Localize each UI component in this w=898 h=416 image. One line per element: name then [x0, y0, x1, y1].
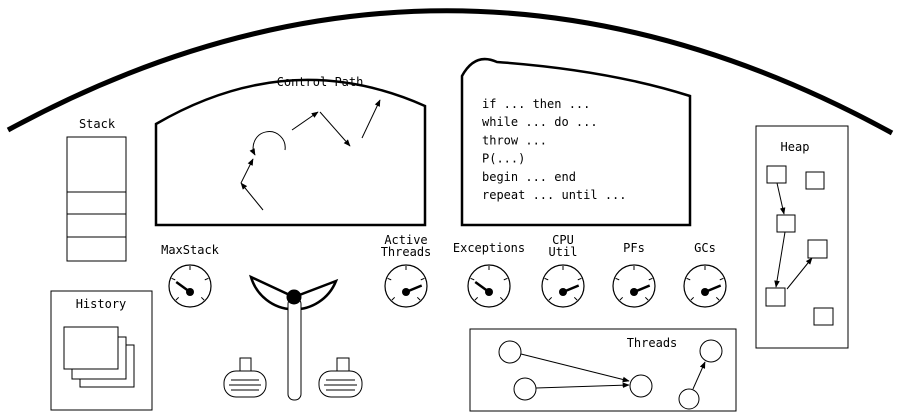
- gauge-dial: [541, 264, 585, 308]
- control-path-label: Control Path: [277, 75, 364, 89]
- gauge-tick: [420, 277, 425, 281]
- gauge-tick: [204, 277, 209, 281]
- code-line: repeat ... until ...: [482, 188, 627, 202]
- gauge-tick: [175, 296, 180, 301]
- right-pedal[interactable]: [318, 357, 363, 398]
- gauge-pivot: [559, 288, 567, 296]
- gauge-pivot: [402, 288, 410, 296]
- gauge-tick: [619, 296, 624, 301]
- heap-references: [774, 182, 813, 290]
- gauge-label: Threads: [381, 245, 432, 259]
- gauge-tick: [548, 296, 553, 301]
- gauge-tick: [577, 277, 582, 281]
- gauge-tick: [615, 277, 620, 281]
- gauge-tick: [200, 296, 205, 301]
- gauge-label: GCs: [694, 241, 716, 255]
- gauge-tick: [715, 296, 720, 301]
- gauge-pivot: [701, 288, 709, 296]
- gauge: MaxStack: [161, 243, 220, 308]
- code-line: if ... then ...: [482, 97, 590, 111]
- gauge-tick: [690, 296, 695, 301]
- gauge-dial: [683, 264, 727, 308]
- gauge-pivot: [186, 288, 194, 296]
- threads-label: Threads: [627, 336, 678, 350]
- heap-widget: Heap: [755, 125, 849, 349]
- gauge-tick: [648, 277, 653, 281]
- code-line: throw ...: [482, 133, 547, 147]
- stack-label: Stack: [79, 117, 116, 131]
- gauge-tick: [171, 277, 176, 281]
- left-pedal[interactable]: [223, 357, 267, 398]
- history-label: History: [76, 297, 127, 311]
- gauge-dial: [467, 264, 511, 308]
- gauge-dial: [384, 264, 428, 308]
- windshield-arc: [6, 8, 894, 136]
- gauge-tick: [686, 277, 691, 281]
- gauge-label: MaxStack: [161, 243, 220, 257]
- stack-widget: Stack: [66, 117, 127, 262]
- code-line: while ... do ...: [482, 115, 598, 129]
- threads-widget: Threads: [469, 328, 737, 412]
- gauge-label: PFs: [623, 241, 645, 255]
- gauge-pivot: [630, 288, 638, 296]
- gauge-pivot: [485, 288, 493, 296]
- gauge-tick: [470, 277, 475, 281]
- gauge: Exceptions: [453, 241, 525, 308]
- gauge-tick: [499, 296, 504, 301]
- gauge-tick: [391, 296, 396, 301]
- gauge-label: Util: [549, 245, 578, 259]
- code-line: P(...): [482, 152, 525, 166]
- code-window: if ... then ... while ... do ... throw ...…: [460, 57, 692, 227]
- heap-label: Heap: [781, 140, 810, 154]
- control-path-window: Control Path: [154, 75, 427, 227]
- thread-links: [520, 353, 706, 390]
- gauge-tick: [387, 277, 392, 281]
- gauge-label: Exceptions: [453, 241, 525, 255]
- gauge: GCs: [683, 241, 727, 308]
- control-stick[interactable]: [249, 274, 339, 401]
- gauge-tick: [644, 296, 649, 301]
- code-line: begin ... end: [482, 170, 576, 184]
- gauge: PFs: [612, 241, 656, 308]
- gauge-label: CPU: [552, 233, 574, 247]
- history-widget: History: [50, 290, 153, 411]
- gauge-dial: [612, 264, 656, 308]
- gauge-tick: [474, 296, 479, 301]
- gauge-tick: [544, 277, 549, 281]
- gauge-tick: [573, 296, 578, 301]
- gauge-tick: [416, 296, 421, 301]
- code-lines: if ... then ... while ... do ... throw ...…: [482, 97, 627, 202]
- gauge-tick: [719, 277, 724, 281]
- gauge-dial: [168, 264, 212, 308]
- gauge-label: Active: [384, 233, 427, 247]
- gauge-tick: [503, 277, 508, 281]
- control-path-trail: [240, 99, 381, 211]
